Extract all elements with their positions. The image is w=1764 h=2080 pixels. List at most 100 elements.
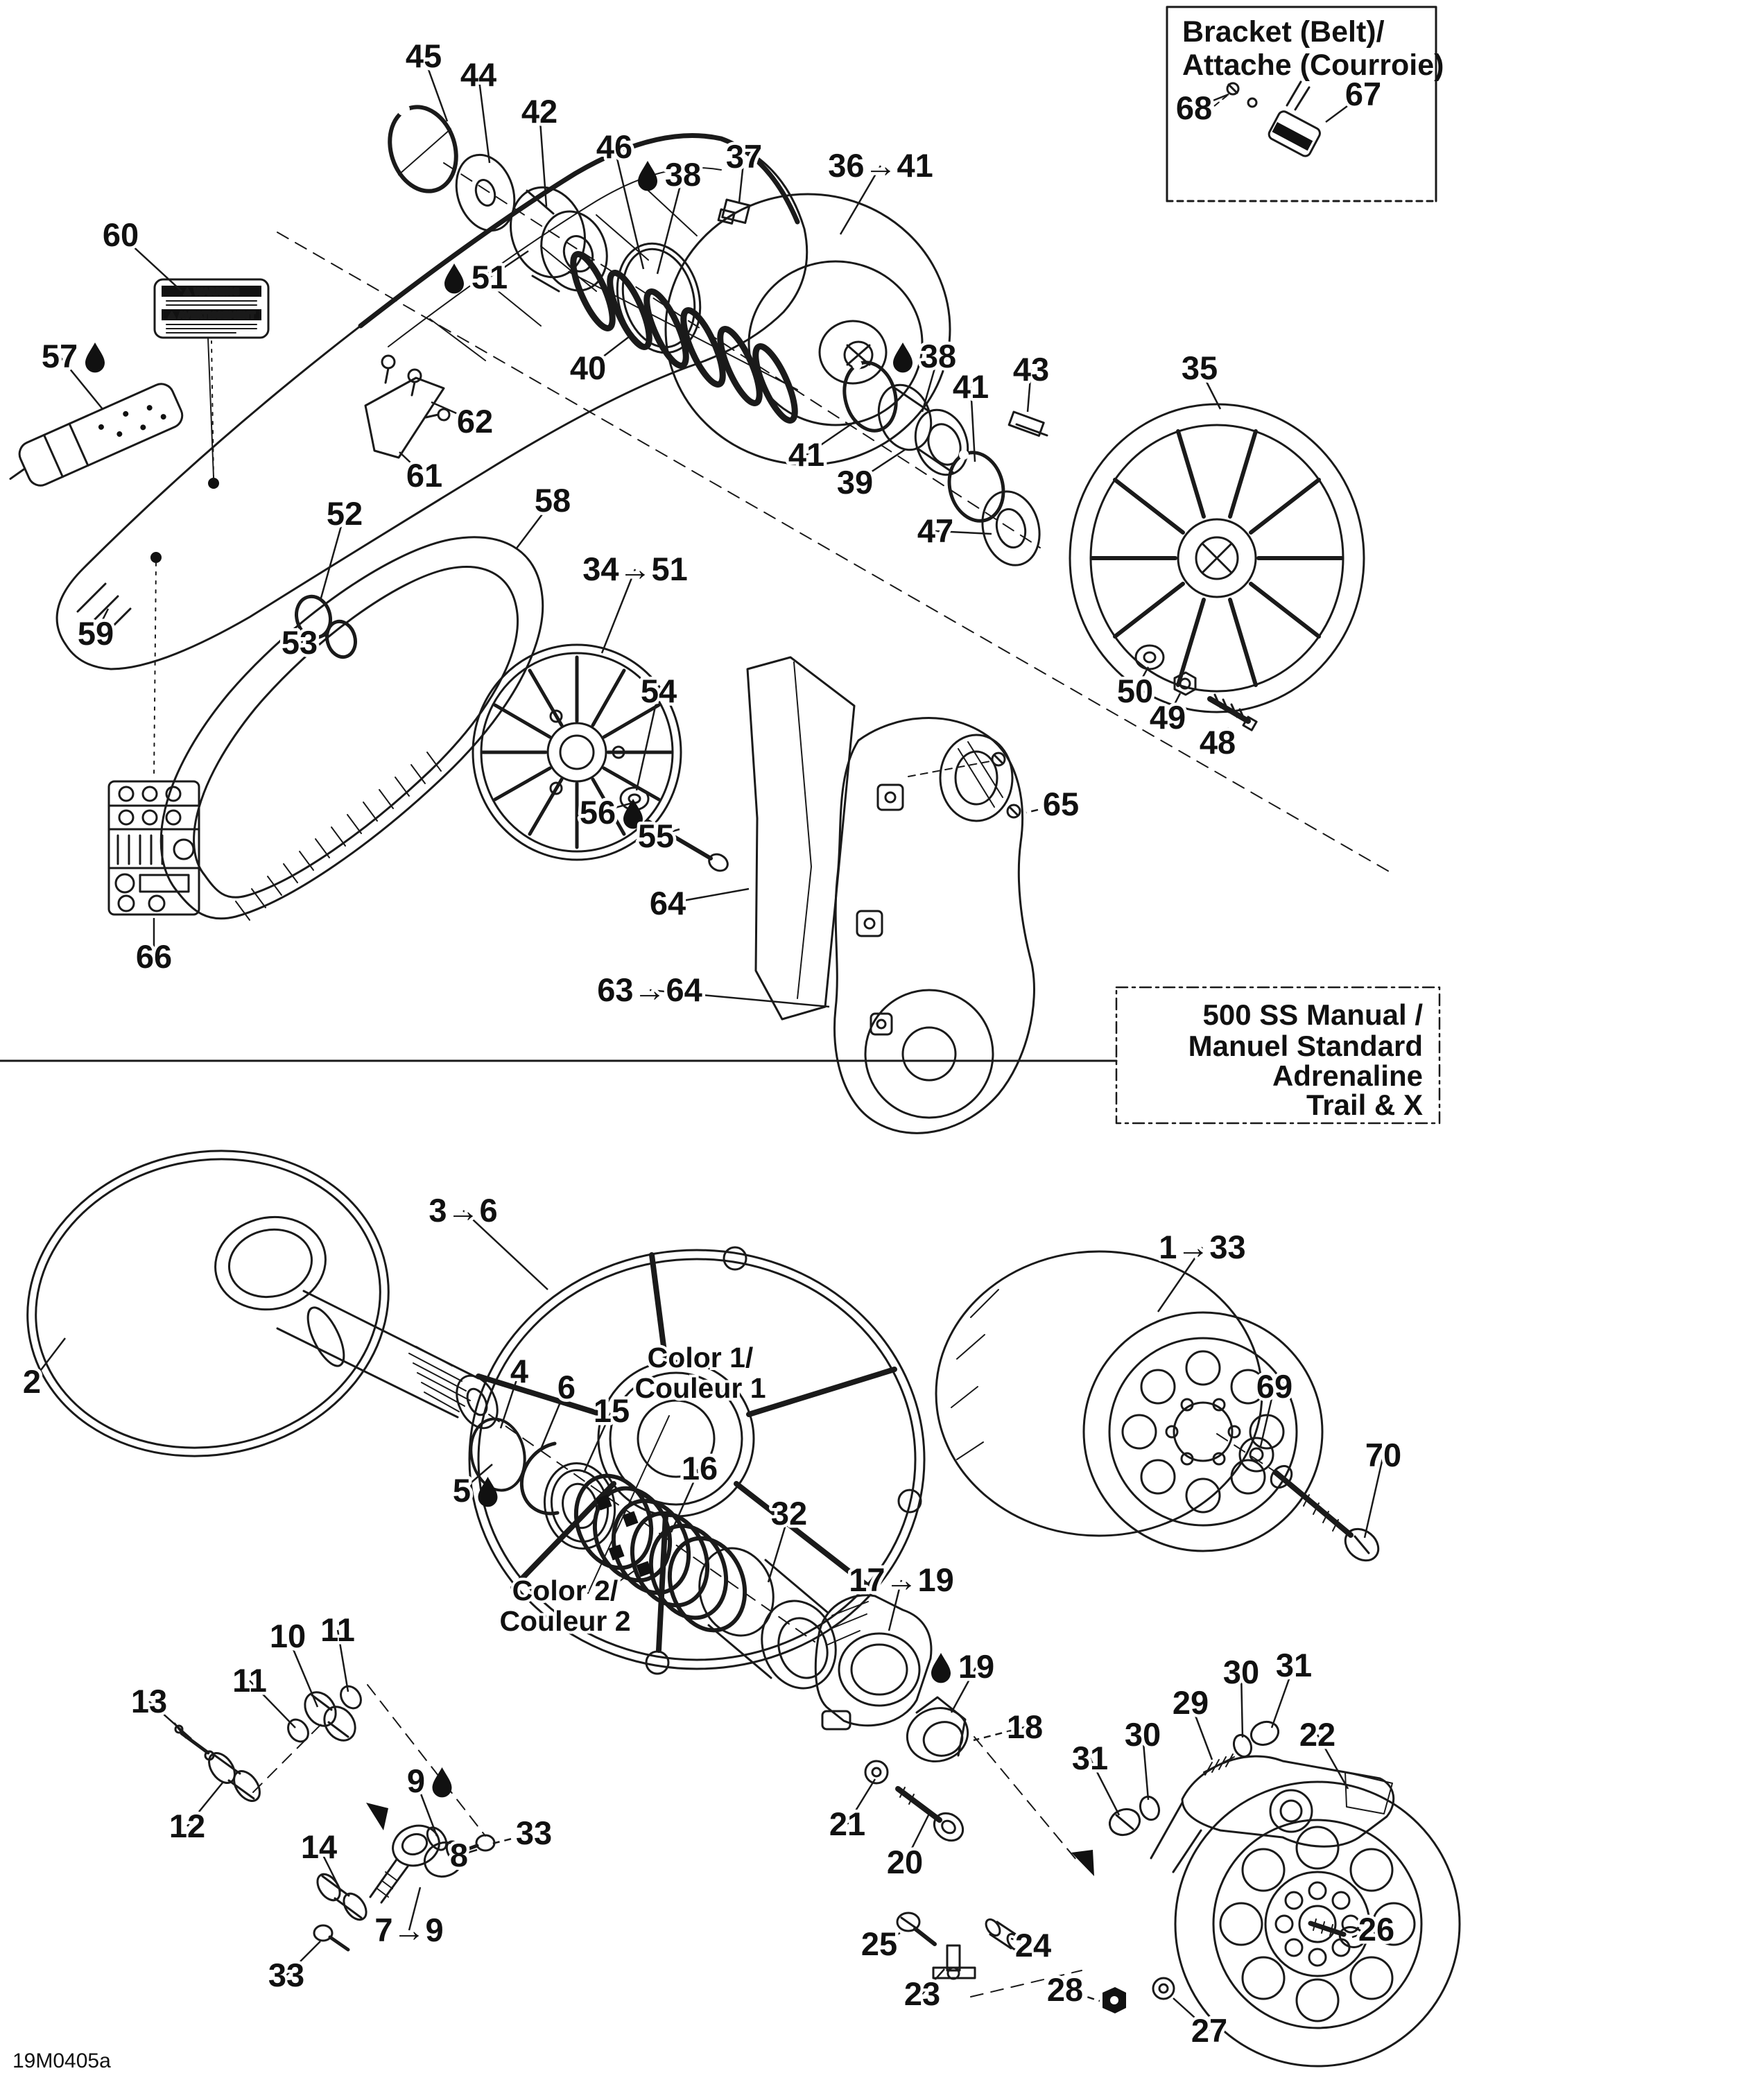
- callout-41: 41: [785, 419, 858, 476]
- color2-label-line1: Color 2/: [512, 1575, 619, 1606]
- callout-28: 28: [1044, 1968, 1100, 2011]
- callout-29: 29: [1169, 1681, 1213, 1760]
- callout-40: 40: [567, 333, 633, 390]
- part-number-label: 62: [457, 403, 493, 440]
- part-number-label: 19: [958, 1648, 994, 1685]
- callout-18: 18: [973, 1706, 1046, 1749]
- washer-11b: [287, 1718, 309, 1743]
- color1-label-line2: Couleur 1: [634, 1372, 766, 1404]
- callout-58: 58: [515, 479, 574, 550]
- callout-46: 46: [593, 125, 645, 270]
- part-number-label: 30: [1223, 1654, 1259, 1690]
- callout-67: 67: [1325, 73, 1385, 123]
- callout-14: 14: [297, 1826, 343, 1892]
- inset-box-bracket: [1166, 6, 1437, 202]
- callout-8: 8: [447, 1834, 478, 1877]
- color-label-needles: [587, 1415, 670, 1595]
- part-number-label: 37: [726, 138, 762, 175]
- part-number-label: 30: [1125, 1716, 1161, 1753]
- part-number-label: 3→6: [429, 1192, 497, 1229]
- part-number-label: 10: [270, 1618, 306, 1654]
- key-43: [1008, 410, 1048, 437]
- oring-40: [616, 242, 702, 354]
- callout-30: 30: [1121, 1713, 1164, 1801]
- part-number-label: 40: [570, 349, 606, 386]
- model-line-3: Adrenaline: [1272, 1059, 1423, 1092]
- ring-30b: [1232, 1733, 1253, 1758]
- callout-63→64: 63→64: [594, 969, 830, 1012]
- callout-38: 38: [893, 335, 960, 413]
- part-number-label: 15: [594, 1392, 630, 1429]
- oil-droplet-icon: [444, 263, 464, 294]
- part-number-label: 26: [1358, 1911, 1394, 1948]
- callout-23: 23: [901, 1968, 945, 2016]
- callout-41: 41: [949, 365, 992, 462]
- callout-35: 35: [1178, 347, 1222, 410]
- callout-47: 47: [914, 510, 992, 553]
- inset-title-line2: Attache (Courroie): [1182, 49, 1444, 82]
- callout-15: 15: [582, 1389, 633, 1473]
- callout-20: 20: [883, 1810, 932, 1884]
- callout-6: 6: [539, 1366, 579, 1450]
- callout-2: 2: [19, 1337, 66, 1403]
- ring-4: [469, 1417, 526, 1492]
- part-number-label: 59: [78, 615, 114, 652]
- part-number-label: 24: [1015, 1927, 1051, 1964]
- part-number-label: 65: [1043, 786, 1079, 822]
- oil-droplet-icon: [432, 1767, 452, 1798]
- callout-37: 37: [723, 135, 766, 203]
- part-number-label: 8: [450, 1837, 468, 1873]
- callout-5: 5: [449, 1464, 498, 1512]
- warning-text-en: ⚠ WARNING: [184, 287, 240, 297]
- callout-59: 59: [74, 608, 117, 655]
- callout-1→33: 1→33: [1156, 1226, 1249, 1312]
- c-clip-6: [519, 1441, 560, 1516]
- callout-68: 68: [1173, 87, 1229, 130]
- oil-droplet-icon: [478, 1477, 498, 1507]
- sleeve-9: [426, 1826, 467, 1865]
- callout-43: 43: [1010, 348, 1053, 413]
- callout-33: 33: [489, 1812, 555, 1855]
- part-number-label: 23: [904, 1975, 940, 2012]
- part-number-label: 66: [136, 938, 172, 975]
- washer-69: [1238, 1437, 1274, 1473]
- clip-37: [717, 198, 751, 225]
- part-number-label: 52: [327, 495, 363, 532]
- part-number-label: 69: [1256, 1368, 1292, 1405]
- callout-27: 27: [1173, 1997, 1231, 2052]
- part-number-label: 33: [516, 1814, 552, 1851]
- belt-guard: [55, 133, 808, 779]
- nut-28: [1102, 1987, 1126, 2013]
- part-number-label: 61: [406, 457, 442, 494]
- cvt-cover-63-64: [833, 717, 1035, 1134]
- callout-44: 44: [457, 53, 500, 164]
- part-number-label: 58: [535, 482, 571, 519]
- part-number-label: 31: [1276, 1647, 1312, 1683]
- part-number-label: 43: [1013, 351, 1049, 388]
- callout-70: 70: [1362, 1434, 1405, 1539]
- callout-64: 64: [646, 882, 750, 925]
- callout-17→19: 17→19: [846, 1559, 957, 1631]
- callout-55: 55: [634, 815, 680, 858]
- callout-39: 39: [833, 448, 906, 504]
- callout-3→6: 3→6: [426, 1189, 548, 1290]
- tube-14: [316, 1873, 368, 1921]
- part-number-label: 47: [917, 512, 953, 549]
- callout-21: 21: [826, 1778, 876, 1846]
- part-number-label: 36→41: [828, 147, 933, 184]
- part-number-label: 29: [1173, 1684, 1209, 1721]
- color2-label-line2: Couleur 2: [499, 1605, 630, 1637]
- oil-droplet-icon: [893, 343, 913, 373]
- part-number-label: 68: [1176, 89, 1212, 126]
- part-number-label: 50: [1117, 673, 1153, 709]
- bushing-10: [304, 1691, 356, 1742]
- washer-47: [981, 490, 1041, 566]
- drum-pulley-1-33: [935, 1250, 1324, 1552]
- pin-24: [985, 1918, 1023, 1952]
- diagram-line-art: ⚠ WARNING ⚠ AVERTISSEMENT: [0, 6, 1461, 2068]
- washer-27: [1152, 1977, 1175, 2000]
- spring-29: [1203, 1753, 1235, 1776]
- ring-53: [325, 619, 357, 659]
- part-number-label: 7→9: [374, 1912, 443, 1948]
- cover-screws-65: [908, 752, 1021, 819]
